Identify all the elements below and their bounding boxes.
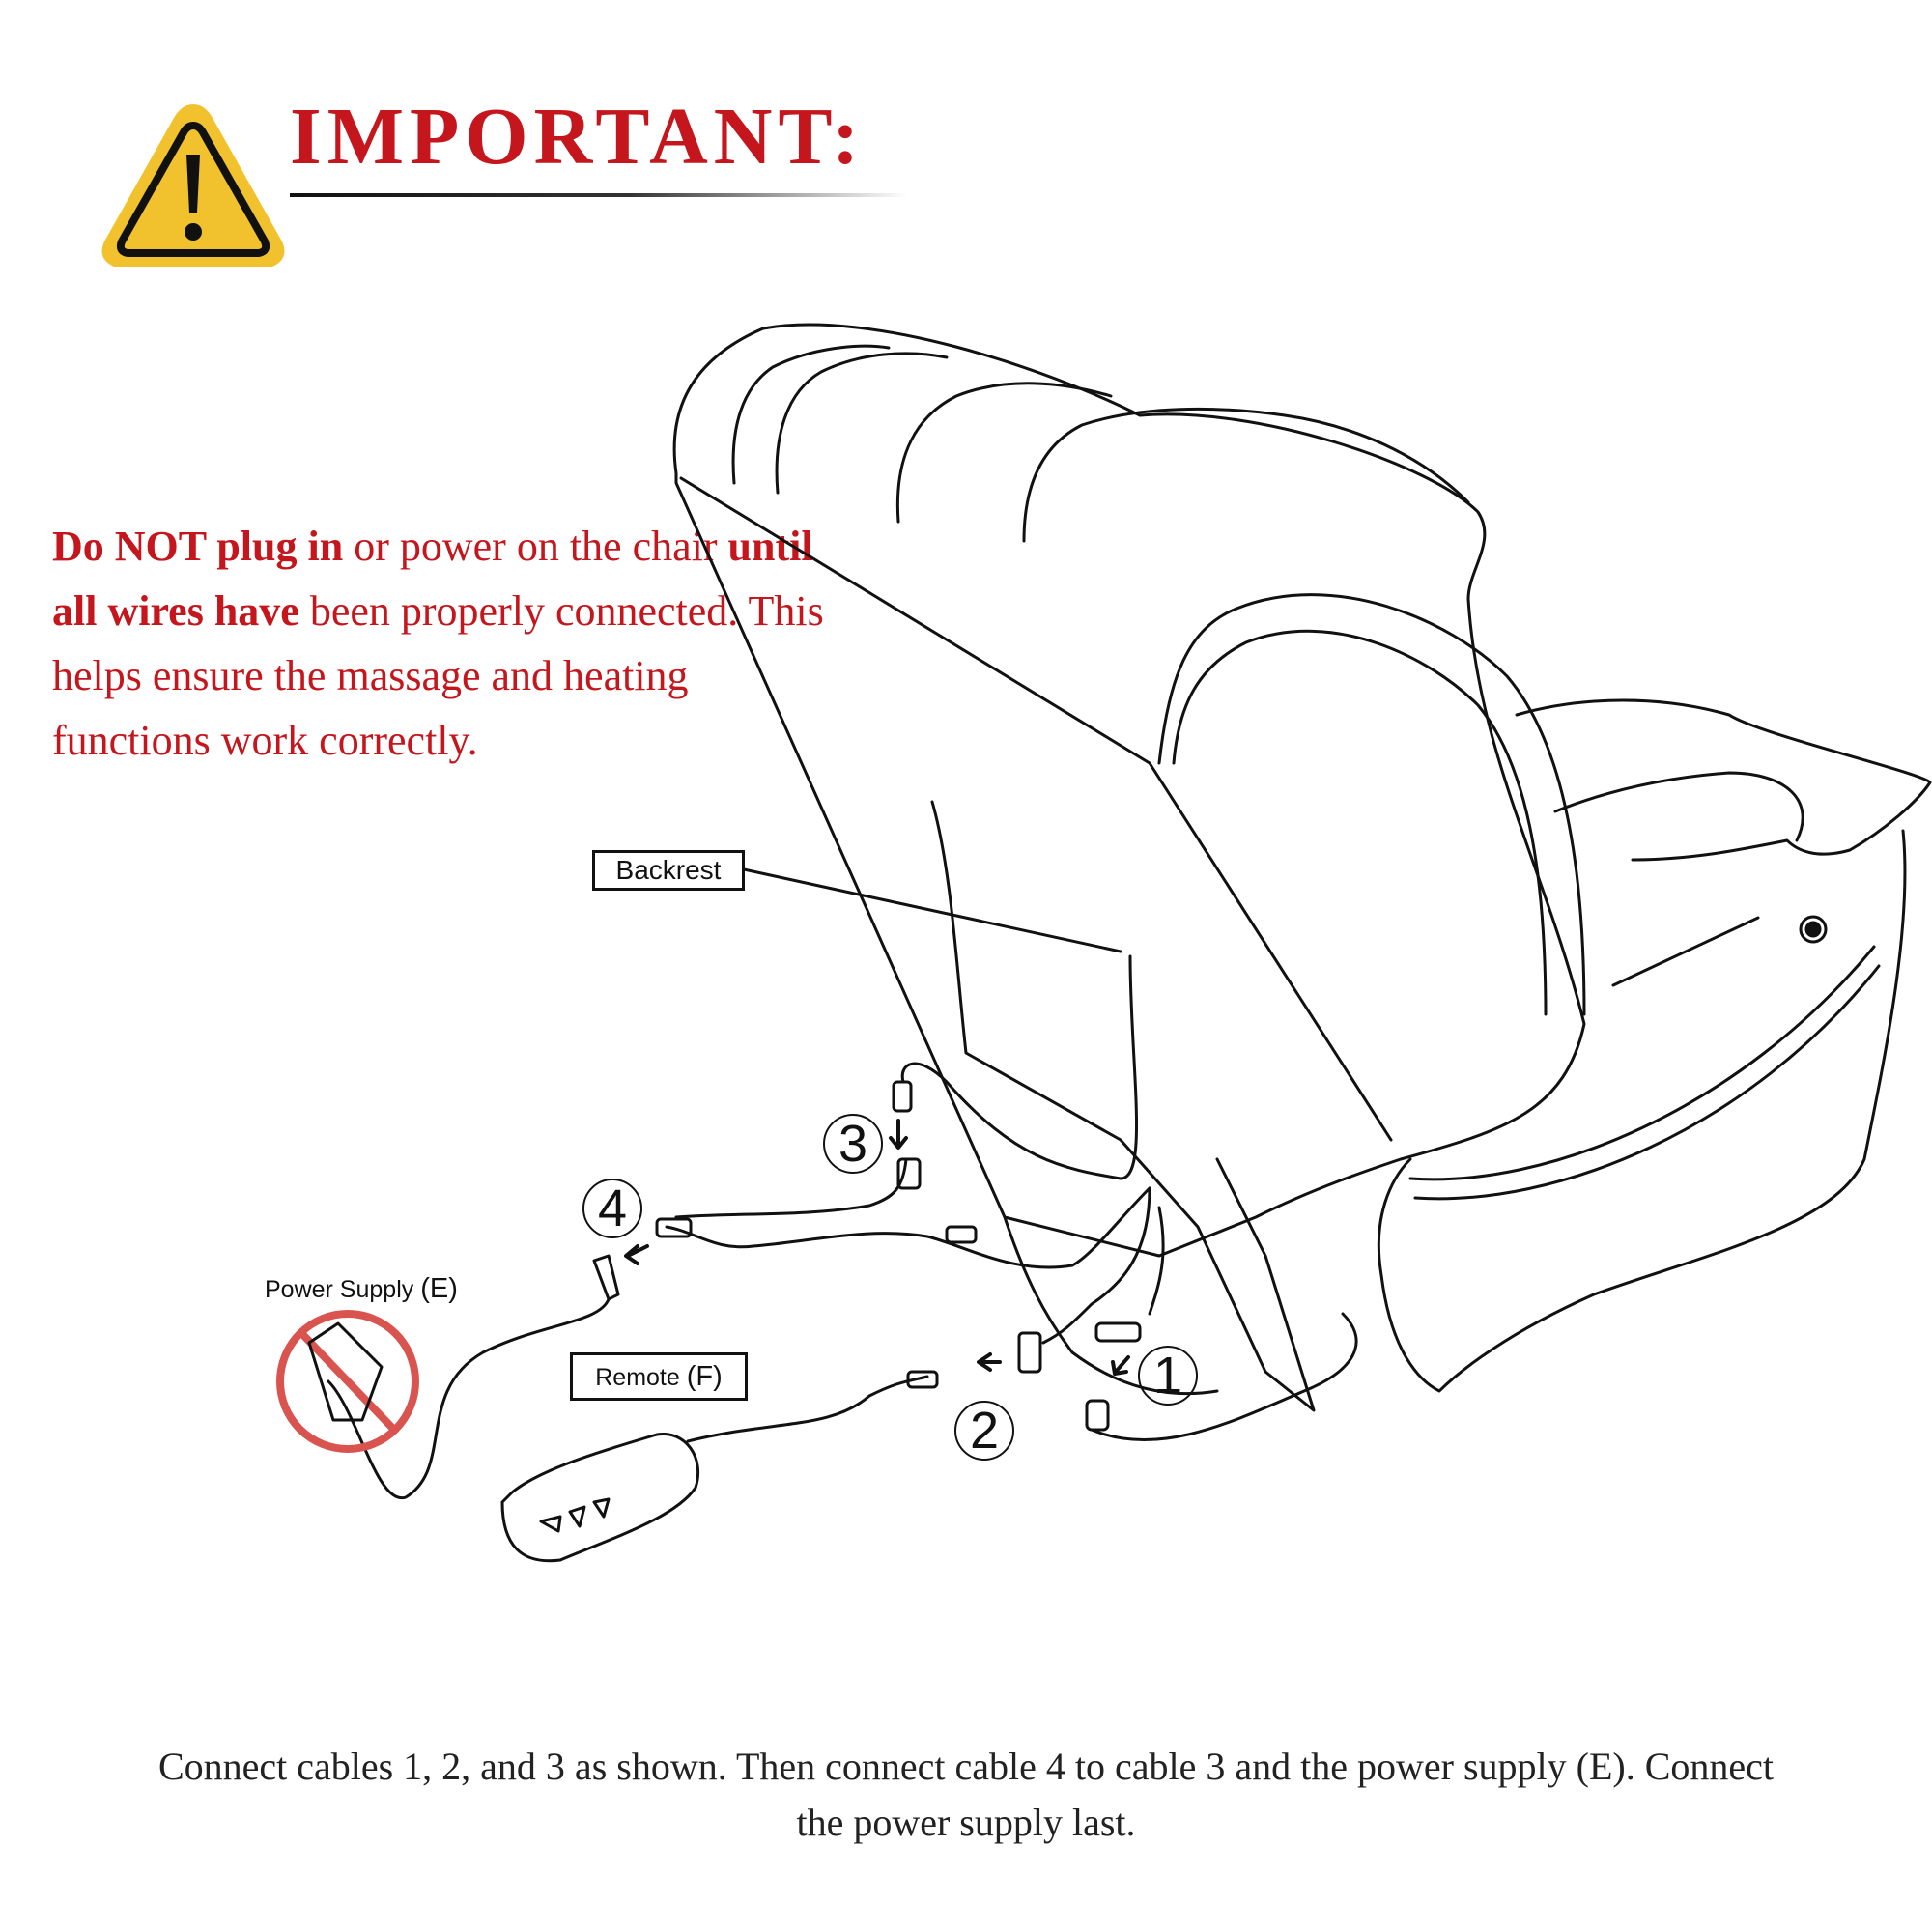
side-panel [1377,829,1907,1393]
chair-back-shell [672,323,1586,1258]
header: IMPORTANT: [97,97,966,290]
power-supply-label: Power Supply (E) [265,1273,458,1305]
cable-3 [900,954,1139,1180]
connector-3-top [892,1080,913,1113]
headrest-roll-4 [1022,407,1470,543]
headrest-roll-2 [775,352,949,495]
connector-1-bottom [1085,1399,1110,1432]
remote-buttons [539,1497,611,1533]
warning-bold-1: Do NOT plug in [52,523,344,570]
connector-2 [1017,1331,1042,1374]
cable-2 [1041,1186,1151,1345]
arrow-icon-2 [977,1352,1002,1372]
backrest-lower [930,800,1316,1412]
headrest-roll-3 [895,382,1113,524]
usb-port-icon-inner [1804,921,1822,938]
step-number-3: 3 [823,1114,883,1174]
connector-4-plug [592,1254,620,1301]
warning-bold-2: until all wires have [52,523,813,635]
power-supply-letter: (E) [420,1273,458,1304]
page-title: IMPORTANT: [290,92,866,182]
headrest-roll-1 [731,344,891,485]
cable-1-lower [1090,1312,1358,1442]
step-number-4: 4 [582,1179,642,1238]
connector-splitter [945,1225,978,1244]
usb-port-icon [1799,915,1828,944]
title-underline [290,193,908,197]
arrow-icon-1 [1111,1355,1130,1376]
remote-label: Remote (F) [570,1352,748,1401]
back-panel [679,476,1393,1142]
step-number-2: 2 [954,1401,1014,1461]
backrest-leader-line [742,867,1122,953]
backrest-label: Backrest [592,850,745,891]
side-panel-seam [1408,945,1876,1181]
pocket-slot [1611,916,1760,987]
back-panel-inner-2 [1172,629,1548,1016]
power-cable [327,1297,611,1500]
warning-text-2: or power on the chair [343,523,728,570]
warning-text-4: been properly connected. This helps ensu… [52,587,824,764]
cable-4-splitter [665,1186,1151,1269]
remote-text: Remote [595,1364,680,1391]
warning-triangle-icon [101,104,285,267]
connector-4-top [655,1217,693,1238]
side-panel-seam-2 [1413,964,1881,1201]
back-panel-inner [1157,593,1586,1016]
power-supply-text: Power Supply [265,1276,414,1303]
instructions-caption: Connect cables 1, 2, and 3 as shown. The… [157,1745,1775,1844]
remote-cable [686,1375,929,1443]
backrest-label-text: Backrest [615,855,722,885]
armrest-inner [1553,771,1804,842]
cable-3-lower [674,1157,908,1219]
no-entry-icon [276,1310,419,1453]
step-number-1: 1 [1138,1346,1198,1406]
arrow-icon-4 [624,1244,649,1265]
connector-remote [906,1370,939,1389]
warning-text: Do NOT plug in or power on the chair unt… [52,514,825,773]
power-brick [307,1321,384,1422]
remote-letter: (F) [686,1361,723,1392]
connector-1-top [1094,1321,1142,1343]
arrow-icon-3 [889,1119,908,1150]
armrest [1515,698,1932,862]
remote-control [500,1433,700,1563]
connector-3-bottom [896,1157,922,1190]
cable-1 [1148,1206,1165,1316]
